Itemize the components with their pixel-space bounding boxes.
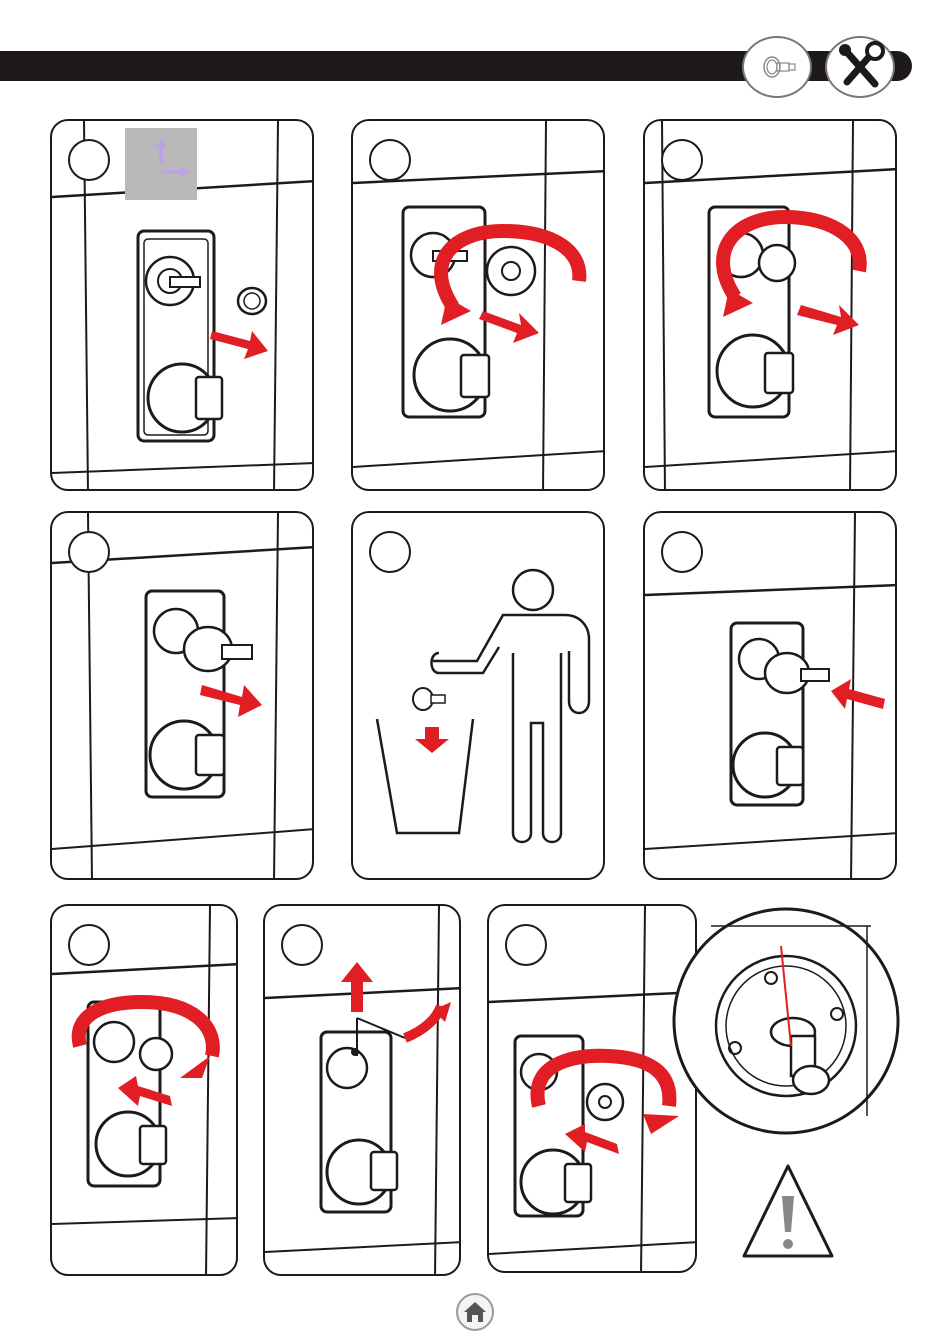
warning-icon [740,1162,836,1260]
step-number-7 [68,924,110,966]
step-panel-9 [487,904,697,1273]
tools-icon [825,36,895,98]
step-number-9 [505,924,547,966]
step-number-5 [369,531,411,573]
step-panel-4 [50,511,314,880]
step-number-6 [661,531,703,573]
home-button[interactable] [456,1293,494,1331]
step-number-3 [661,139,703,181]
detail-zoom [671,906,901,1136]
step-panel-7 [50,904,238,1276]
step-number-2 [369,139,411,181]
direction-badge [125,128,197,200]
home-icon [458,1295,492,1329]
step-number-8 [281,924,323,966]
step-panel-8 [263,904,461,1276]
step-panel-5 [351,511,605,880]
step-panel-3 [643,119,897,491]
step-panel-2 [351,119,605,491]
step-panel-6 [643,511,897,880]
step-number-4 [68,531,110,573]
step-panel-1 [50,119,314,491]
pull-arrow [210,317,270,363]
step-number-1 [68,139,110,181]
cartridge-icon [742,36,812,98]
